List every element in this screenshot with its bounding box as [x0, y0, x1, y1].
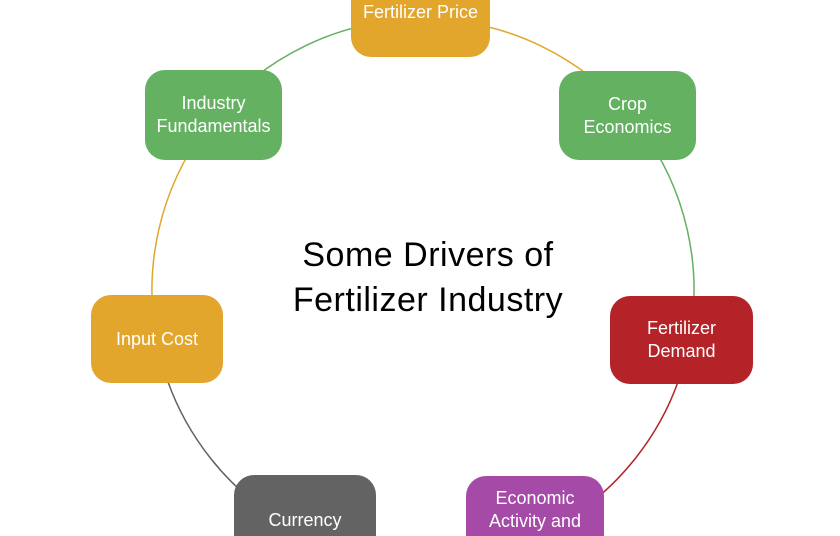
node-crop-economics: Crop Economics: [559, 71, 696, 160]
node-input-cost: Input Cost: [91, 295, 223, 383]
node-label: Crop Economics: [583, 93, 672, 137]
node-currency: Currency: [234, 475, 376, 536]
node-label: Fertilizer Demand: [646, 318, 716, 361]
node-economic-activity-and-policy: Economic Activity and Policy: [466, 476, 604, 536]
node-label: Fertilizer Price: [362, 1, 478, 22]
node-label: Currency: [268, 509, 342, 530]
node-label: Industry Fundamentals: [156, 93, 271, 136]
node-fertilizer-price: Fertilizer Price: [351, 0, 490, 57]
diagram-title-line2: Fertilizer Industry: [292, 281, 564, 319]
diagram-title: Some Drivers of Fertilizer Industry: [218, 233, 638, 323]
node-industry-fundamentals: Industry Fundamentals: [145, 70, 282, 160]
node-label: Economic Activity and Policy: [488, 487, 582, 536]
node-fertilizer-demand: Fertilizer Demand: [610, 296, 753, 384]
node-label: Input Cost: [115, 328, 199, 349]
diagram-title-line1: Some Drivers of: [302, 236, 554, 274]
